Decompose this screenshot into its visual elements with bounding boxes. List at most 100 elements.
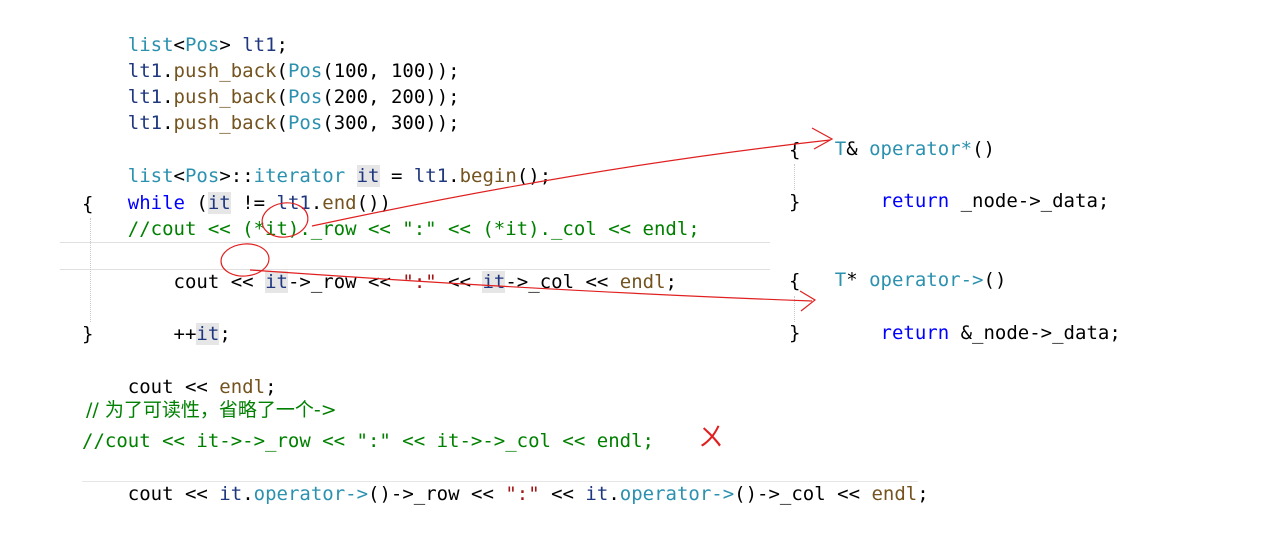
token: >:: (219, 165, 254, 187)
token: Pos (184, 34, 220, 56)
token: operator-> (619, 483, 735, 505)
token: lt1 (413, 165, 449, 187)
token: cout (127, 483, 174, 505)
token: () (972, 138, 995, 160)
token: < (173, 165, 185, 187)
token: << (436, 271, 483, 293)
code-line-10: cout << it->_row << ":" << it->_col << e… (82, 243, 677, 293)
code-line-4: lt1.push_back(Pos(300, 300)); (82, 84, 460, 134)
token: endl (219, 376, 266, 398)
token: endl (619, 271, 666, 293)
token: end (322, 192, 357, 214)
token: Pos (287, 112, 323, 134)
token: ; (276, 34, 288, 56)
token: << (173, 483, 220, 505)
token: 100 (333, 60, 369, 82)
token: ()-> (368, 483, 414, 505)
token: . (242, 483, 254, 505)
token (128, 323, 174, 345)
token: != (230, 192, 277, 214)
code-line-17: //cout << it->->_row << ":" << it->->_co… (82, 430, 654, 452)
code-line-1: list<Pos> lt1; (82, 6, 288, 56)
code-line-12: ++it; (82, 295, 231, 345)
token: . (162, 86, 174, 108)
token: lt1 (276, 192, 311, 214)
code-line-3: lt1.push_back(Pos(200, 200)); (82, 58, 460, 108)
token: ( (276, 86, 288, 108)
token: _node->_data; (949, 190, 1110, 212)
token: ( (322, 60, 334, 82)
indent-guide (794, 296, 795, 322)
token: cout (127, 376, 174, 398)
token: cout (173, 271, 220, 293)
code-line-16: // 为了可读性，省略了一个-> (86, 399, 337, 421)
token: ":" (505, 483, 540, 505)
token: it (585, 483, 609, 505)
token: . (448, 165, 460, 187)
token: _col (779, 483, 826, 505)
token: < (173, 34, 185, 56)
token: . (162, 60, 174, 82)
token: << (825, 483, 872, 505)
token: Pos (184, 165, 220, 187)
token: -> (287, 271, 311, 293)
token: operator* (869, 138, 973, 160)
token: )); (425, 60, 460, 82)
token: << (539, 483, 586, 505)
token: lt1 (242, 34, 277, 56)
token: lt1 (127, 112, 163, 134)
code-line-9: //cout << (*it)._row << ":" << (*it)._co… (82, 218, 700, 240)
token: 300 (333, 112, 369, 134)
handwritten-mark: ㄨ (698, 423, 724, 453)
code-line-18: cout << it.operator->()->_row << ":" << … (82, 455, 929, 505)
token: begin (459, 165, 517, 187)
token: ( (322, 86, 334, 108)
token: ; (917, 483, 929, 505)
token: &_node->_data; (949, 322, 1121, 344)
token: << (173, 376, 220, 398)
token: _row (310, 271, 357, 293)
token: lt1 (127, 86, 163, 108)
token: operator-> (869, 269, 984, 291)
token (835, 190, 881, 212)
token: ( (322, 112, 334, 134)
token: 100 (390, 60, 426, 82)
token: endl (871, 483, 918, 505)
token: << (574, 271, 620, 293)
token: ()) (356, 192, 391, 214)
code-line-7: while (it != lt1.end()) (82, 164, 391, 214)
code-line-r1: T& operator*() (789, 110, 995, 160)
token: ; (265, 376, 277, 398)
token: ; (219, 323, 231, 345)
token (835, 322, 881, 344)
token: list (127, 165, 174, 187)
token: << (356, 271, 403, 293)
code-line-6: list<Pos>::iterator it = lt1.begin(); (82, 137, 551, 187)
token: push_back (173, 112, 277, 134)
code-line-2: lt1.push_back(Pos(100, 100)); (82, 32, 460, 82)
token: Pos (287, 86, 323, 108)
code-line-13: } (82, 323, 94, 345)
token: it (265, 271, 288, 293)
code-line-r6: { (789, 270, 801, 292)
token: _col (528, 271, 575, 293)
token: 200 (333, 86, 369, 108)
token: 300 (390, 112, 426, 134)
code-line-r4: } (789, 191, 801, 213)
token: . (608, 483, 620, 505)
token: -> (505, 271, 529, 293)
token: , (368, 60, 391, 82)
code-line-r5: T* operator->() (789, 241, 1007, 291)
line-underline (82, 481, 918, 482)
token: . (310, 192, 323, 214)
token: << (459, 483, 506, 505)
token: ()-> (734, 483, 780, 505)
token: T (834, 138, 847, 160)
token: ; (665, 271, 677, 293)
token: operator-> (253, 483, 369, 505)
token: push_back (173, 86, 277, 108)
token: (); (516, 165, 552, 187)
token: , (368, 86, 391, 108)
token: , (368, 112, 391, 134)
token: it (219, 483, 243, 505)
